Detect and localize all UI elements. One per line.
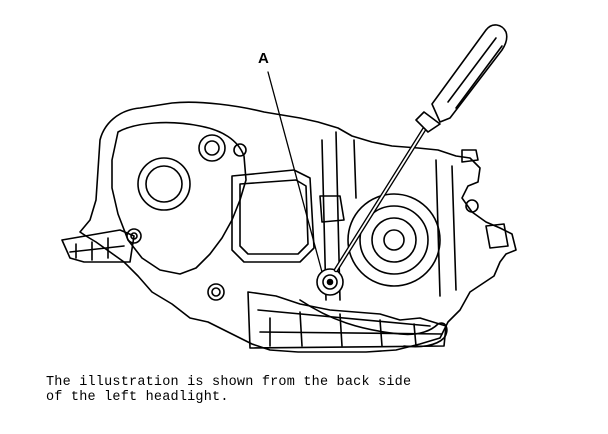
caption-line-1: The illustration is shown from the back … — [46, 375, 412, 390]
figure-caption: The illustration is shown from the back … — [46, 375, 566, 405]
headlight-housing-icon — [79, 101, 517, 353]
adjuster-screw-icon — [316, 268, 344, 296]
callout-label-a: A — [258, 50, 269, 67]
screwdriver-icon — [333, 24, 508, 273]
caption-line-2: of the left headlight. — [46, 390, 229, 405]
